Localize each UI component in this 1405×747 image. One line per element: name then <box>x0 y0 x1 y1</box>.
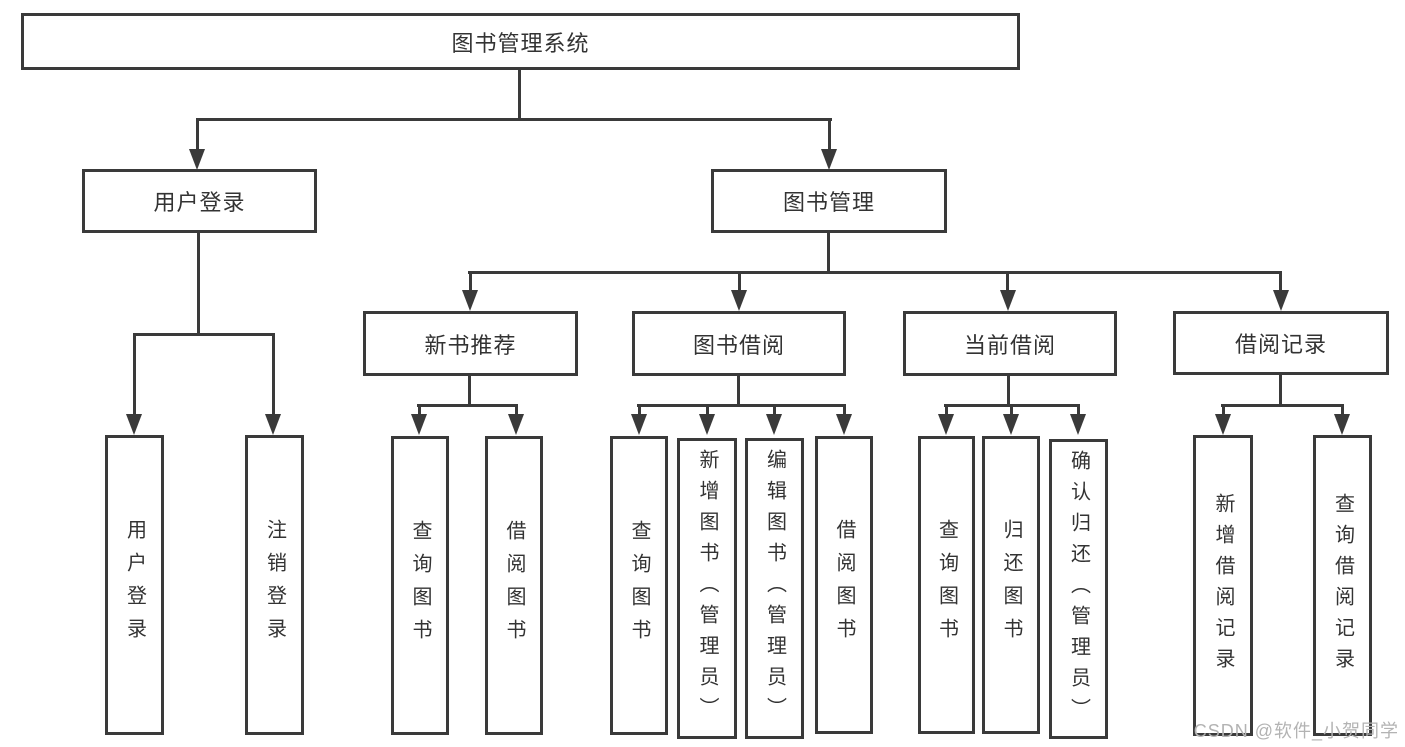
leaf-query-books-current: 查询图书 <box>918 436 975 734</box>
connector-line <box>843 404 846 416</box>
arrow-down-icon <box>821 149 837 170</box>
arrow-down-icon <box>766 414 782 435</box>
node-label: 查询图书 <box>628 519 650 652</box>
node-label: 借阅图书 <box>833 519 855 651</box>
arrow-down-icon <box>411 414 427 435</box>
connector-line <box>637 404 846 407</box>
connector-line <box>418 404 421 416</box>
node-label: 查询图书 <box>935 519 958 651</box>
leaf-confirm-return-admin: 确认归还（管理员） <box>1049 439 1108 739</box>
node-label: 用户登录 <box>123 519 146 651</box>
connector-line <box>1007 375 1010 407</box>
connector-line <box>1279 271 1282 291</box>
node-book-management: 图书管理 <box>711 169 947 233</box>
node-label: 查询借阅记录 <box>1331 492 1354 679</box>
node-label: 借阅记录 <box>1234 332 1327 357</box>
node-label: 查询图书 <box>409 519 431 652</box>
node-label: 新增图书（管理员） <box>696 449 718 728</box>
connector-line <box>1221 404 1344 407</box>
node-label: 借阅图书 <box>503 519 525 652</box>
arrow-down-icon <box>1215 414 1231 435</box>
connector-line <box>1006 271 1009 291</box>
node-label: 编辑图书（管理员） <box>763 449 786 728</box>
node-user-login: 用户登录 <box>82 169 317 233</box>
leaf-query-books-recommend: 查询图书 <box>391 436 449 735</box>
arrow-down-icon <box>189 149 205 170</box>
node-label: 新书推荐 <box>424 332 517 358</box>
connector-line <box>133 333 275 336</box>
arrow-down-icon <box>1273 290 1289 311</box>
connector-line <box>272 333 275 415</box>
node-current-borrowing: 当前借阅 <box>903 311 1117 376</box>
arrow-down-icon <box>1334 414 1350 435</box>
connector-line <box>737 375 740 407</box>
arrow-down-icon <box>699 414 715 435</box>
leaf-borrow-books: 借阅图书 <box>815 436 873 734</box>
node-label: 确认归还（管理员） <box>1067 449 1090 729</box>
leaf-add-book-admin: 新增图书（管理员） <box>677 438 737 739</box>
node-label: 新增借阅记录 <box>1212 492 1234 679</box>
leaf-logout: 注销登录 <box>245 435 304 735</box>
node-label: 图书管理 <box>782 190 875 215</box>
connector-line <box>828 118 831 151</box>
connector-line <box>518 68 521 120</box>
connector-line <box>133 333 136 415</box>
leaf-edit-book-admin: 编辑图书（管理员） <box>745 438 804 739</box>
leaf-query-books-borrowing: 查询图书 <box>610 436 668 735</box>
connector-line <box>945 404 948 416</box>
node-new-book-recommend: 新书推荐 <box>363 311 578 376</box>
arrow-down-icon <box>836 414 852 435</box>
arrow-down-icon <box>631 414 647 435</box>
leaf-borrow-books-recommend: 借阅图书 <box>485 436 543 735</box>
node-label: 注销登录 <box>263 519 286 651</box>
connector-line <box>738 271 741 291</box>
connector-line <box>469 271 472 291</box>
connector-line <box>1279 374 1282 407</box>
connector-line <box>1341 404 1344 416</box>
connector-line <box>827 232 830 274</box>
connector-line <box>468 271 1282 274</box>
arrow-down-icon <box>938 414 954 435</box>
arrow-down-icon <box>1003 414 1019 435</box>
node-book-borrowing: 图书借阅 <box>632 311 846 376</box>
connector-line <box>638 404 641 416</box>
connector-line <box>706 404 709 416</box>
connector-line <box>197 232 200 335</box>
leaf-user-login: 用户登录 <box>105 435 164 735</box>
connector-line <box>1222 404 1225 416</box>
connector-line <box>515 404 518 416</box>
watermark: CSDN @软件_小贺同学 <box>1193 721 1399 741</box>
connector-line <box>773 404 776 416</box>
arrow-down-icon <box>1000 290 1016 311</box>
arrow-down-icon <box>462 290 478 311</box>
arrow-down-icon <box>508 414 524 435</box>
node-label: 图书借阅 <box>692 332 785 358</box>
connector-line <box>1010 404 1013 416</box>
connector-line <box>1077 404 1080 416</box>
arrow-down-icon <box>731 290 747 311</box>
leaf-query-borrow-record: 查询借阅记录 <box>1313 435 1372 736</box>
leaf-add-borrow-record: 新增借阅记录 <box>1193 435 1253 736</box>
connector-line <box>468 375 471 407</box>
node-borrowing-records: 借阅记录 <box>1173 311 1389 375</box>
arrow-down-icon <box>1070 414 1086 435</box>
connector-line <box>196 118 832 121</box>
node-root-library-system: 图书管理系统 <box>21 13 1020 70</box>
arrow-down-icon <box>126 414 142 435</box>
node-label: 用户登录 <box>153 190 246 215</box>
leaf-return-book: 归还图书 <box>982 436 1040 734</box>
node-label: 归还图书 <box>1000 519 1022 651</box>
connector-line <box>196 118 199 151</box>
connector-line <box>417 404 518 407</box>
node-label: 图书管理系统 <box>451 30 590 56</box>
arrow-down-icon <box>265 414 281 435</box>
node-label: 当前借阅 <box>963 332 1056 358</box>
